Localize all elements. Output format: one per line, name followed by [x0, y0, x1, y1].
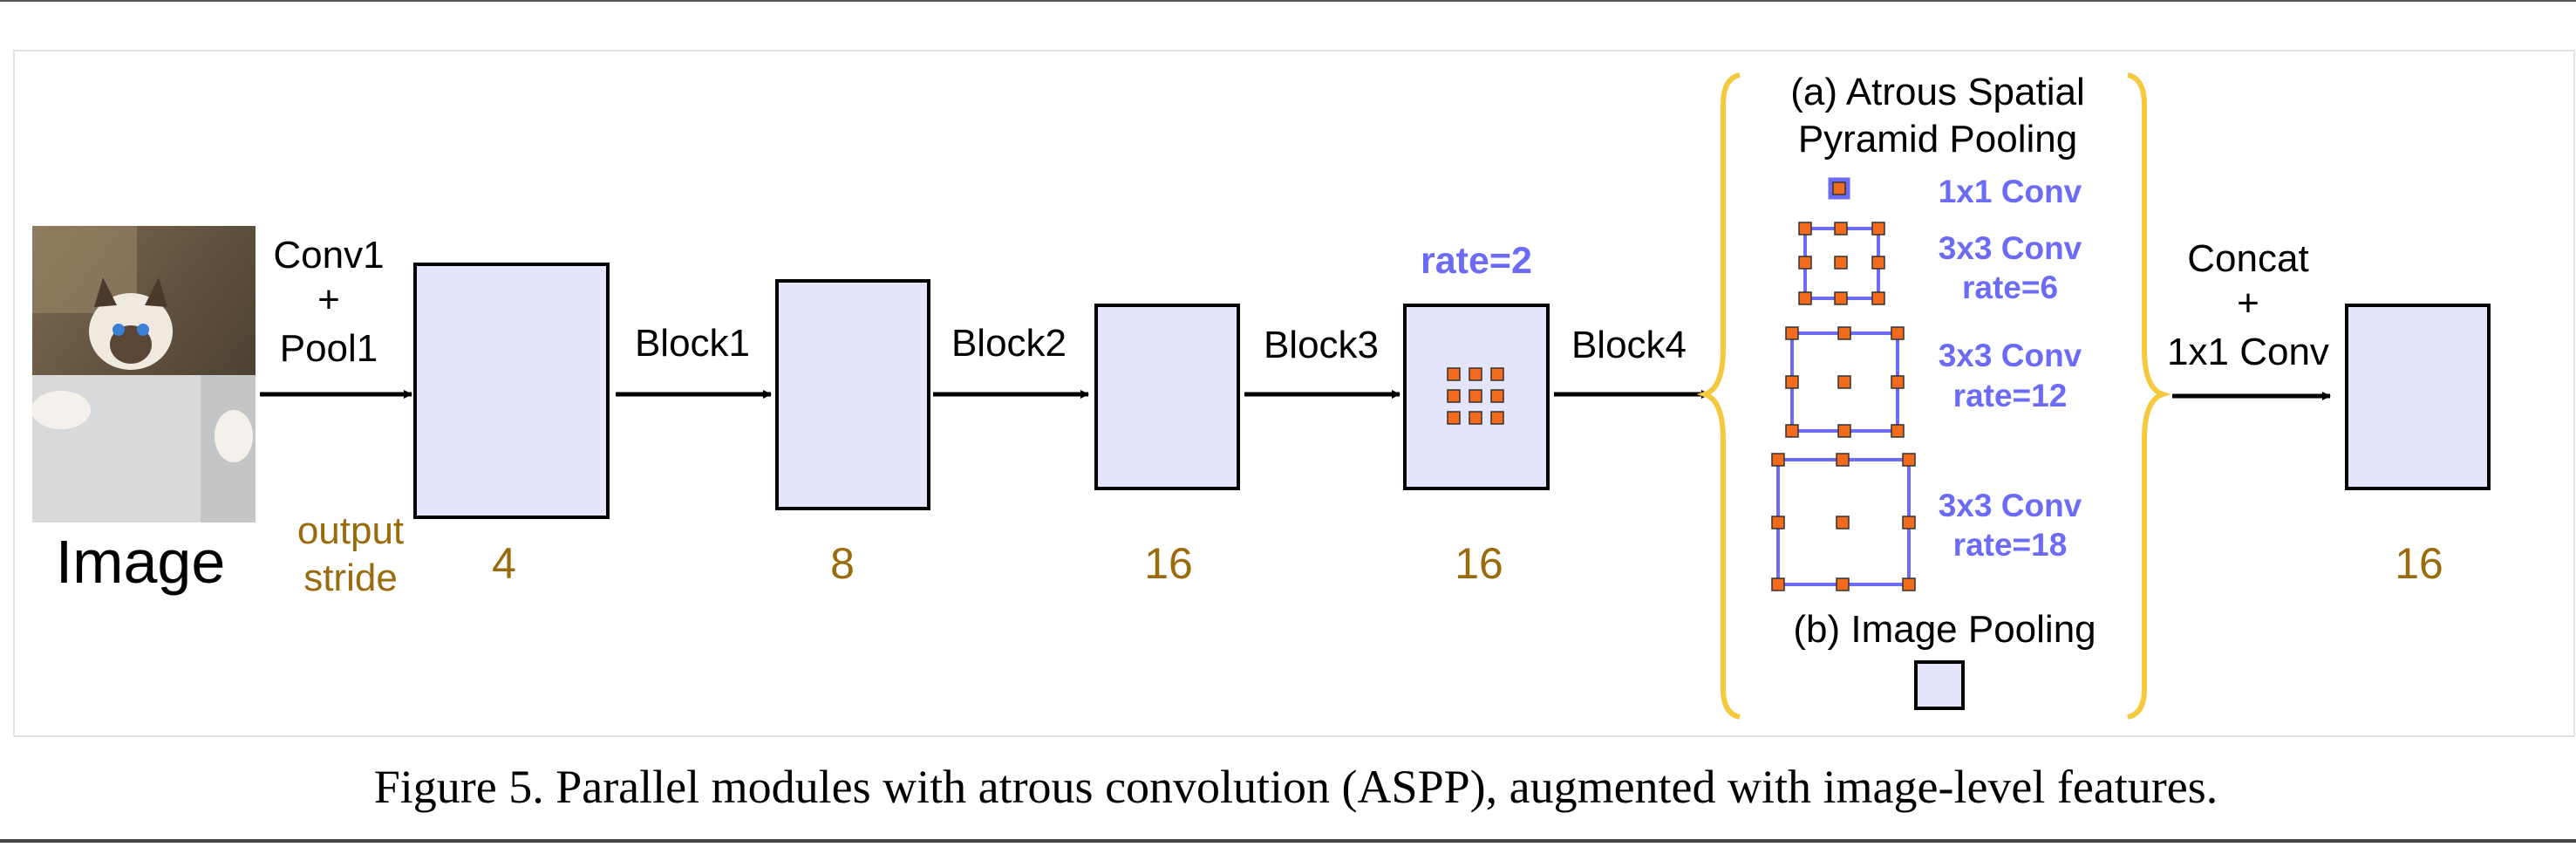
stride-value-16-b: 16 — [1455, 539, 1503, 588]
image-pooling-label: (b) Image Pooling — [1793, 608, 2096, 651]
figure-panel — [13, 50, 2575, 737]
concat-label-line2: + — [2237, 282, 2259, 324]
aspp-right-brace — [2127, 72, 2171, 720]
stride-value-16-a: 16 — [1144, 539, 1193, 588]
aspp-1x1-kernel — [1828, 177, 1850, 200]
aspp-rate12-label-line2: rate=12 — [1953, 378, 2068, 413]
concat-label-line1: Concat — [2187, 237, 2308, 280]
concat-label-line3: 1x1 Conv — [2167, 331, 2329, 373]
stem-label-pool1: Pool1 — [280, 327, 378, 370]
aspp-rate18-label-line2: rate=18 — [1953, 527, 2068, 563]
output-stride-label-line2: stride — [303, 557, 398, 599]
image-label: Image — [56, 528, 226, 596]
output-feature-map — [2345, 304, 2491, 490]
output-stride-label-line1: output — [297, 509, 404, 552]
stem-label-plus: + — [317, 278, 340, 321]
figure-caption: Figure 5. Parallel modules with atrous c… — [374, 761, 2218, 813]
aspp-1x1-label: 1x1 Conv — [1939, 174, 2082, 209]
aspp-rate18-kernel — [1771, 453, 1916, 591]
feature-map-stride4 — [413, 263, 610, 519]
aspp-left-brace — [1696, 72, 1741, 720]
aspp-rate6-kernel — [1798, 222, 1885, 305]
bottom-divider — [0, 839, 2576, 843]
stride-value-8: 8 — [830, 539, 855, 588]
aspp-rate18-label-line1: 3x3 Conv — [1939, 488, 2082, 523]
aspp-title-line1: (a) Atrous Spatial — [1790, 71, 2085, 113]
block1-label: Block1 — [635, 322, 750, 365]
block4-label: Block4 — [1571, 324, 1687, 366]
image-pooling-box — [1914, 660, 1965, 710]
stem-label-conv1: Conv1 — [273, 234, 384, 277]
input-image — [31, 226, 256, 523]
block2-label: Block2 — [951, 322, 1067, 365]
aspp-rate6-label-line2: rate=6 — [1962, 270, 2058, 305]
block3-label: Block3 — [1264, 324, 1379, 366]
stride-value-4: 4 — [492, 539, 516, 588]
aspp-title-line2: Pyramid Pooling — [1798, 118, 2077, 161]
rate-2-label: rate=2 — [1421, 240, 1532, 282]
aspp-rate6-label-line1: 3x3 Conv — [1939, 230, 2082, 266]
aspp-rate12-kernel — [1785, 326, 1905, 438]
output-stride-value: 16 — [2395, 539, 2443, 588]
rate2-kernel — [1447, 367, 1504, 425]
feature-map-block2 — [1094, 304, 1240, 490]
top-divider — [0, 0, 2576, 2]
feature-map-stride8 — [775, 279, 930, 510]
aspp-rate12-label-line1: 3x3 Conv — [1939, 338, 2082, 373]
